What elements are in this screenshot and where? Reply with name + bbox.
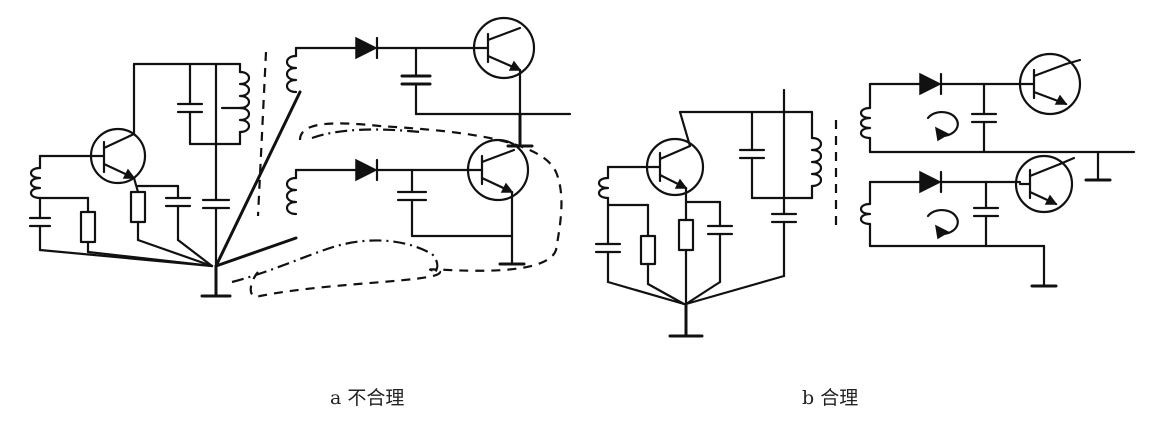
diagram-b [594,52,1136,338]
diagram-a-input-transistor [80,127,147,185]
diagram-a-ground [200,264,232,298]
diagram-b-lower-transistor [1014,154,1076,214]
diagram-b-upper-secondary [859,72,1136,182]
diagram-a-emitter-network [28,176,214,268]
caption-a: a 不合理 [330,387,405,409]
diagram-b-tank-circuit [678,88,823,306]
diagram-a-lower-transistor [466,138,530,266]
diagram-a-tank-circuit [132,62,251,268]
diagram-b-lower-secondary [859,170,1058,288]
diagram-b-emitter-network [594,186,734,306]
diagram-a-shared-return [214,90,302,268]
diagram-a-transformer-core [256,51,268,217]
caption-b: b 合理 [802,387,859,409]
diagram-a-upper-secondary [285,36,572,116]
diagram-b-input-coil [597,165,636,207]
diagram-a-loop-outer [249,122,563,298]
diagram-a-lower-secondary [285,158,514,238]
diagram-a-loop-inner [231,128,439,284]
diagram-a-input-coil [29,154,84,207]
diagram-a [28,16,572,298]
diagram-b-upper-transistor [1018,52,1082,116]
diagram-b-input-transistor [632,137,705,197]
diagram-b-ground [668,302,704,338]
diagram-a-upper-transistor [468,16,536,148]
